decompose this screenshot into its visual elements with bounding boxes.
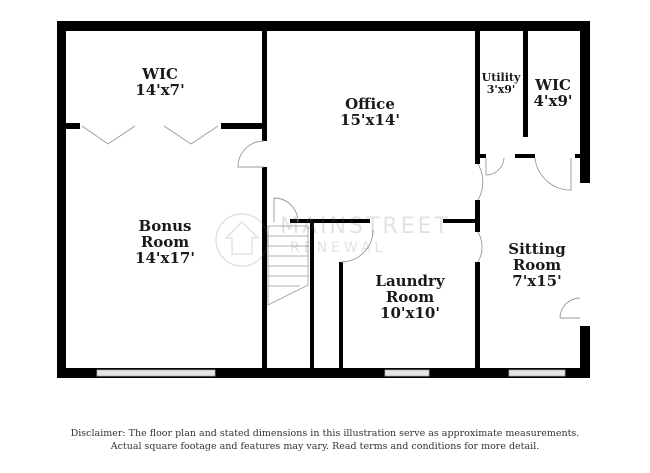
room-dimensions: 14'x7': [135, 80, 185, 99]
room-name-line1: Sitting: [508, 240, 566, 258]
room-label-sitting-room: Sitting Room 7'x15': [497, 240, 577, 290]
room-name: WIC: [142, 65, 178, 83]
room-name-line2: Room: [512, 255, 562, 274]
room-name-line2: Room: [385, 287, 435, 306]
room-label-laundry-room: Laundry Room 10'x10': [360, 272, 460, 322]
room-label-bonus-room: Bonus Room 14'x17': [115, 217, 215, 267]
doors: [81, 125, 581, 319]
room-dimensions: 15'x14': [340, 110, 400, 129]
room-label-utility: Utility 3'x9': [478, 72, 524, 95]
windows: [96, 369, 566, 377]
stairs: [267, 225, 309, 306]
walls: [57, 21, 590, 378]
disclaimer-line1: Disclaimer: The floor plan and stated di…: [70, 428, 580, 439]
room-label-office: Office 15'x14': [320, 95, 420, 129]
disclaimer: Disclaimer: The floor plan and stated di…: [0, 428, 650, 454]
room-dimensions: 7'x15': [512, 271, 562, 290]
room-label-wic-2: WIC 4'x9': [527, 76, 579, 110]
room-name-line1: Laundry: [375, 272, 445, 290]
room-label-wic-1: WIC 14'x7': [110, 65, 210, 99]
room-dimensions: 3'x9': [486, 82, 516, 96]
room-name-line2: Room: [140, 232, 190, 251]
disclaimer-line2: Actual square footage and features may v…: [110, 440, 540, 452]
room-dimensions: 14'x17': [135, 248, 195, 267]
room-name: WIC: [535, 76, 571, 94]
room-name: Office: [345, 95, 395, 113]
room-dimensions: 4'x9': [533, 91, 573, 110]
room-dimensions: 10'x10': [380, 303, 440, 322]
room-name: Utility: [481, 71, 521, 84]
room-name-line1: Bonus: [138, 217, 192, 235]
